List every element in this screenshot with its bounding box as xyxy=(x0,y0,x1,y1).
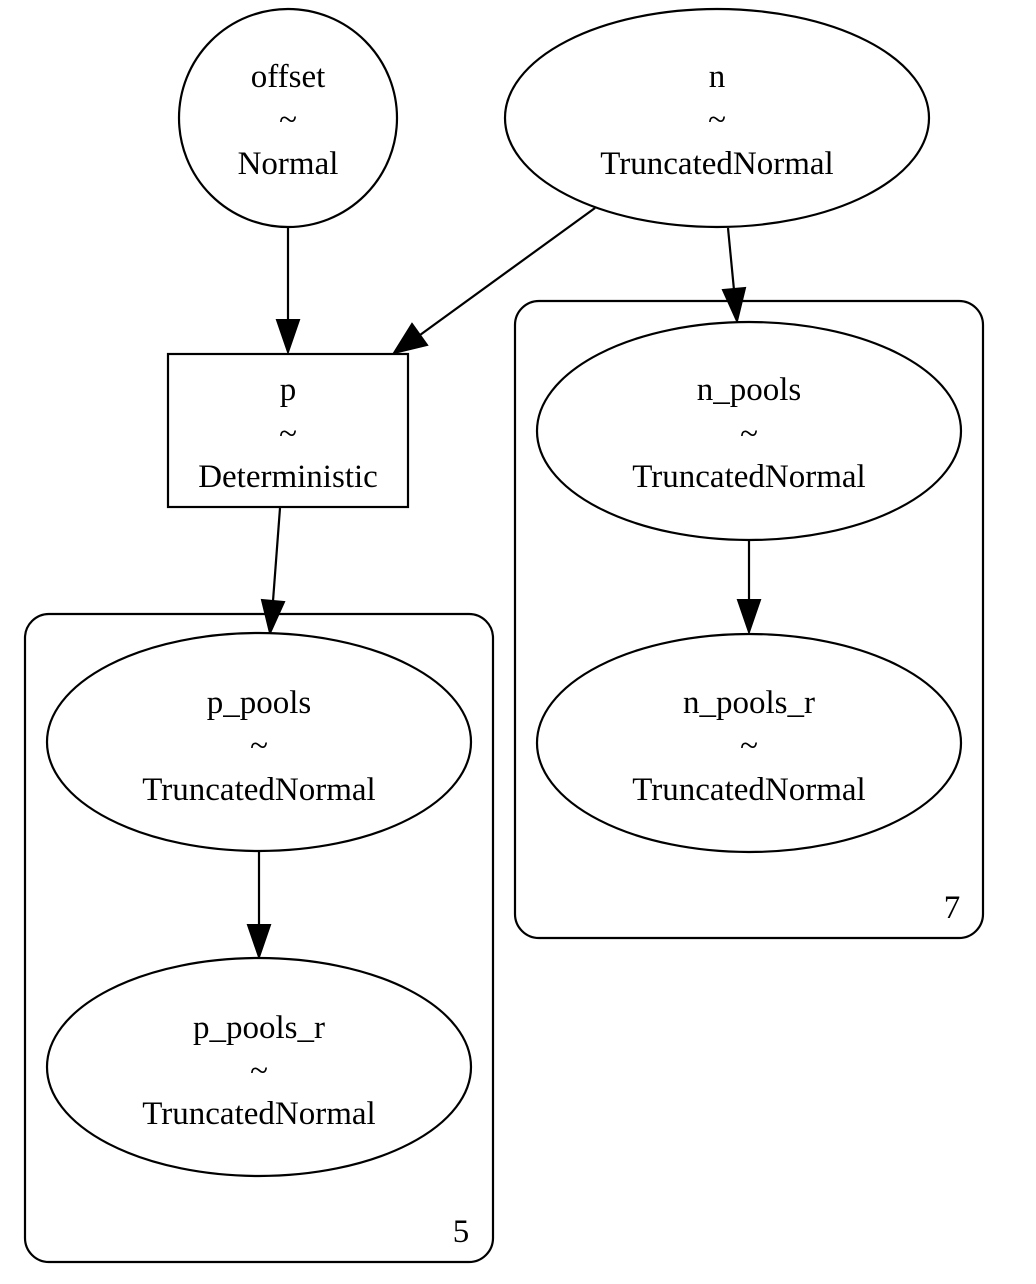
plate-n-pools: 7 xyxy=(513,299,985,940)
edge-offset-to-p xyxy=(275,228,301,356)
node-offset: offset ~ Normal xyxy=(177,7,399,229)
node-n-pools: n_pools ~ TruncatedNormal xyxy=(535,320,963,542)
node-p-shape xyxy=(166,352,410,509)
node-p-pools-r-tilde: ~ xyxy=(250,1053,268,1089)
node-n-name: n xyxy=(709,59,726,95)
node-n-shape xyxy=(503,7,931,229)
edge-n-to-p-line xyxy=(419,207,596,336)
edge-n-to-p xyxy=(391,207,596,355)
node-n-pools-r-name: n_pools_r xyxy=(683,685,815,721)
node-p-pools-r-name: p_pools_r xyxy=(193,1010,325,1046)
plate-n-pools-frame xyxy=(513,299,985,940)
edge-p-pools-to-p-pools-r-arrowhead xyxy=(246,924,272,961)
node-p-name: p xyxy=(280,372,297,408)
node-p-pools-shape xyxy=(45,631,473,853)
node-p-pools-r-shape xyxy=(45,956,473,1178)
node-n-distribution: TruncatedNormal xyxy=(600,146,833,182)
node-n-pools-tilde: ~ xyxy=(740,416,758,452)
node-n-pools-name: n_pools xyxy=(697,372,802,408)
node-offset-name: offset xyxy=(251,59,326,95)
edge-p-to-p-pools-line xyxy=(271,507,282,602)
node-n-pools-r-tilde: ~ xyxy=(740,728,758,764)
node-p-distribution: Deterministic xyxy=(198,459,378,495)
node-p-tilde: ~ xyxy=(279,416,297,452)
edge-n-pools-to-n-pools-r-arrowhead xyxy=(736,599,762,636)
node-p-pools-distribution: TruncatedNormal xyxy=(142,772,375,808)
node-n-pools-r-shape xyxy=(535,632,963,854)
node-offset-shape xyxy=(177,7,399,229)
plate-n-pools-size: 7 xyxy=(944,890,961,926)
node-n-pools-shape xyxy=(535,320,963,542)
node-n: n ~ TruncatedNormal xyxy=(503,7,931,229)
plate-p-pools: 5 xyxy=(23,612,495,1264)
edge-p-pools-to-p-pools-r xyxy=(246,852,272,961)
node-offset-distribution: Normal xyxy=(238,146,339,182)
edge-p-to-p-pools xyxy=(260,507,286,637)
node-offset-tilde: ~ xyxy=(279,102,297,138)
edge-n-to-n-pools-arrowhead xyxy=(721,286,747,325)
edge-p-to-p-pools-arrowhead xyxy=(260,598,286,637)
node-n-pools-distribution: TruncatedNormal xyxy=(632,459,865,495)
edge-n-to-n-pools xyxy=(721,227,747,325)
edge-offset-to-p-arrowhead xyxy=(275,319,301,356)
node-n-pools-r-distribution: TruncatedNormal xyxy=(632,772,865,808)
plate-p-pools-frame xyxy=(23,612,495,1264)
edge-n-pools-to-n-pools-r xyxy=(736,540,762,636)
node-p-pools-r-distribution: TruncatedNormal xyxy=(142,1096,375,1132)
plate-p-pools-size: 5 xyxy=(453,1214,470,1250)
node-n-pools-r: n_pools_r ~ TruncatedNormal xyxy=(535,632,963,854)
node-n-tilde: ~ xyxy=(708,102,726,138)
node-p-pools-tilde: ~ xyxy=(250,728,268,764)
node-p-pools: p_pools ~ TruncatedNormal xyxy=(45,631,473,853)
node-p: p ~ Deterministic xyxy=(166,352,410,509)
edge-n-to-n-pools-line xyxy=(726,227,736,291)
node-p-pools-r: p_pools_r ~ TruncatedNormal xyxy=(45,956,473,1178)
node-p-pools-name: p_pools xyxy=(207,685,312,721)
edge-n-to-p-arrowhead xyxy=(391,322,429,355)
